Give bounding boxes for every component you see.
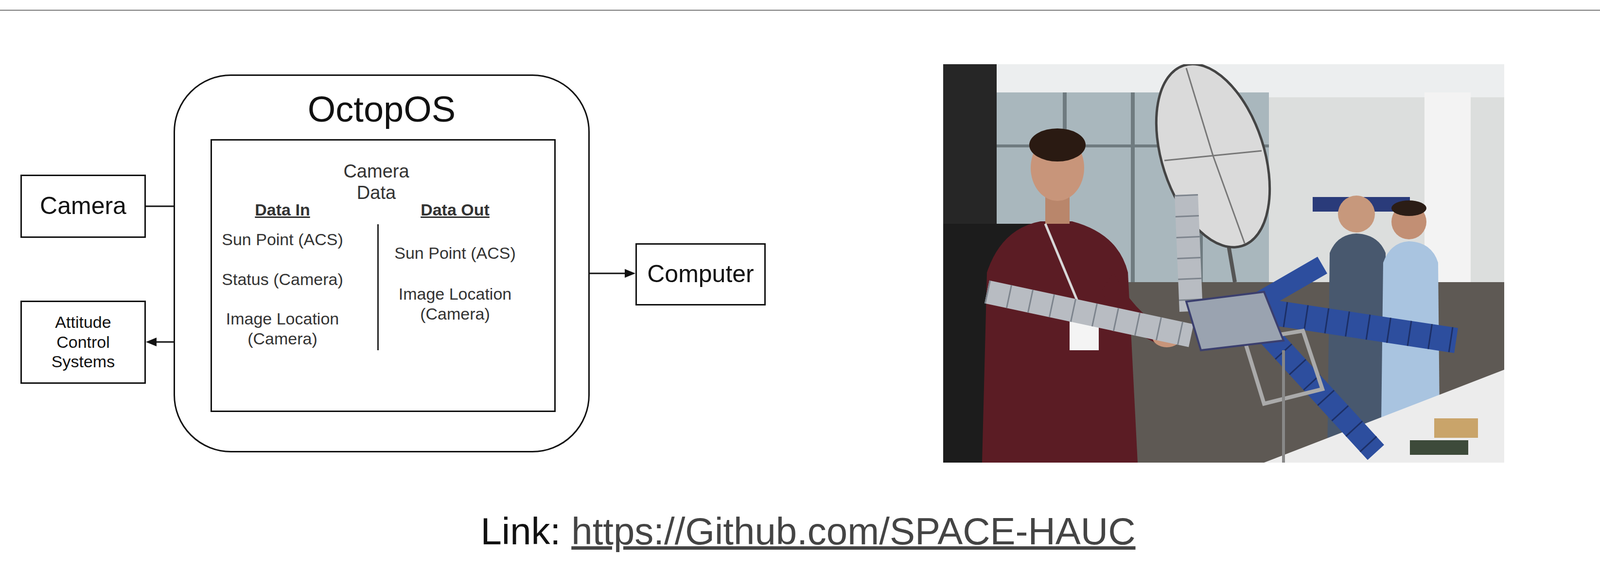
container-title: OctopOS [175, 88, 589, 130]
link-label: Link: [480, 509, 561, 554]
header-rule [0, 9, 1600, 11]
peer-box: Computer [635, 243, 766, 306]
data-item: Sun Point (ACS) [216, 229, 349, 249]
person-hair [1391, 200, 1427, 216]
column-heading: Data Out [401, 200, 509, 220]
panel-seams [986, 291, 1192, 336]
output-box: Attitude Control Systems [20, 300, 146, 384]
solar-panel [1259, 264, 1323, 302]
system-container: OctopOS Camera DataData In Sun Point (ACS)… [173, 74, 590, 453]
link-row: Link:https://Github.com/SPACE-HAUC [480, 509, 1136, 554]
hair [1029, 128, 1086, 162]
arrowhead [145, 337, 157, 347]
box-label: Attitude Control Systems [40, 312, 126, 372]
dish-rib [1186, 68, 1214, 156]
stand-pole [1282, 350, 1285, 463]
column-heading: Data In [233, 200, 332, 220]
data-item: Image Location (Camera) [219, 308, 346, 349]
link-url: https://Github.com/SPACE-HAUC [571, 509, 1136, 554]
shirt [982, 221, 1138, 463]
dish-rib [1213, 155, 1245, 244]
table-item [1434, 418, 1478, 438]
box-label: Camera [39, 192, 127, 221]
circuit-board [1409, 439, 1469, 455]
panel-seams [1264, 311, 1457, 341]
panel-heading: Camera Data [332, 160, 421, 204]
solar-panel [986, 291, 1192, 336]
solar-panel [1264, 311, 1457, 341]
satellite-model [986, 194, 1457, 463]
solar-panel [1186, 194, 1192, 312]
data-item: Image Location (Camera) [391, 283, 519, 324]
person-head [1337, 195, 1375, 233]
data-item: Sun Point (ACS) [389, 243, 521, 263]
input-box: Camera [20, 174, 146, 238]
column-divider [377, 224, 379, 351]
dish [1135, 64, 1291, 282]
data-panel: Camera DataData In Sun Point (ACS) Status … [210, 139, 556, 412]
data-item: Status (Camera) [216, 269, 349, 289]
arrowhead [624, 268, 636, 278]
dish-rib [1213, 150, 1262, 156]
photo [943, 64, 1505, 463]
dish-reflector [1135, 64, 1291, 262]
box-label: Computer [647, 260, 755, 289]
window-mullion [1130, 92, 1135, 287]
satellite-body [1186, 291, 1284, 351]
panel-seams [1186, 194, 1192, 312]
dish-rib [1164, 155, 1214, 161]
